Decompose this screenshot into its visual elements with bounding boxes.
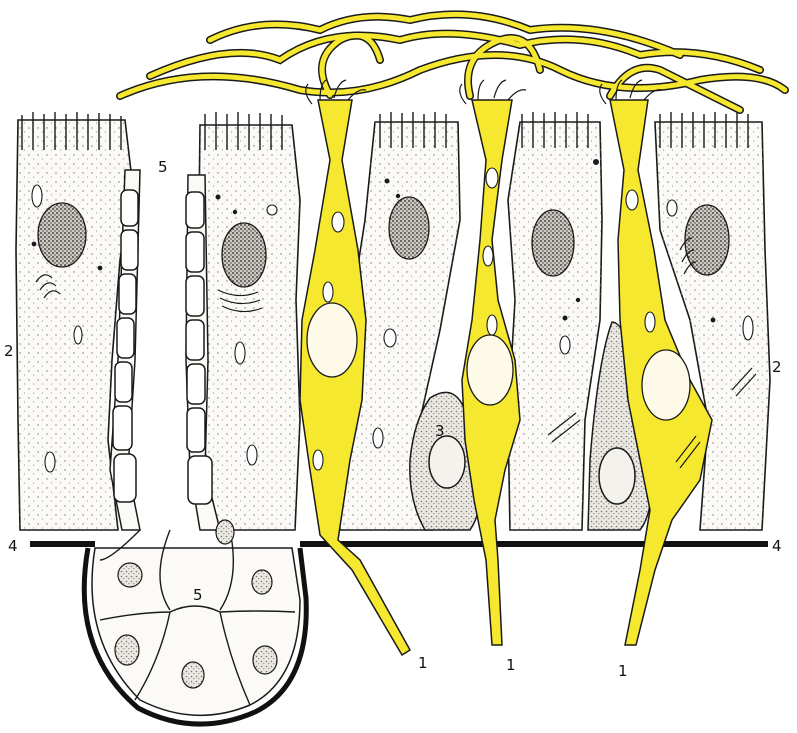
- label-supporting-cell-left: 2: [4, 342, 14, 360]
- label-olfactory-cell-right: 1: [618, 662, 628, 680]
- label-gland-duct: 5: [158, 158, 168, 176]
- label-supporting-cell-right: 2: [772, 358, 782, 376]
- label-olfactory-cell-center: 1: [506, 656, 516, 674]
- label-basement-membrane-left: 4: [8, 537, 18, 555]
- label-olfactory-cell-left: 1: [418, 654, 428, 672]
- gland-duct: [110, 170, 220, 530]
- label-gland-acinus: 5: [193, 586, 203, 604]
- label-basement-membrane-right: 4: [772, 537, 782, 555]
- gland-acinus: [84, 520, 306, 724]
- label-basal-cell: 3: [435, 422, 445, 440]
- olfactory-cilia-fill: [120, 14, 785, 110]
